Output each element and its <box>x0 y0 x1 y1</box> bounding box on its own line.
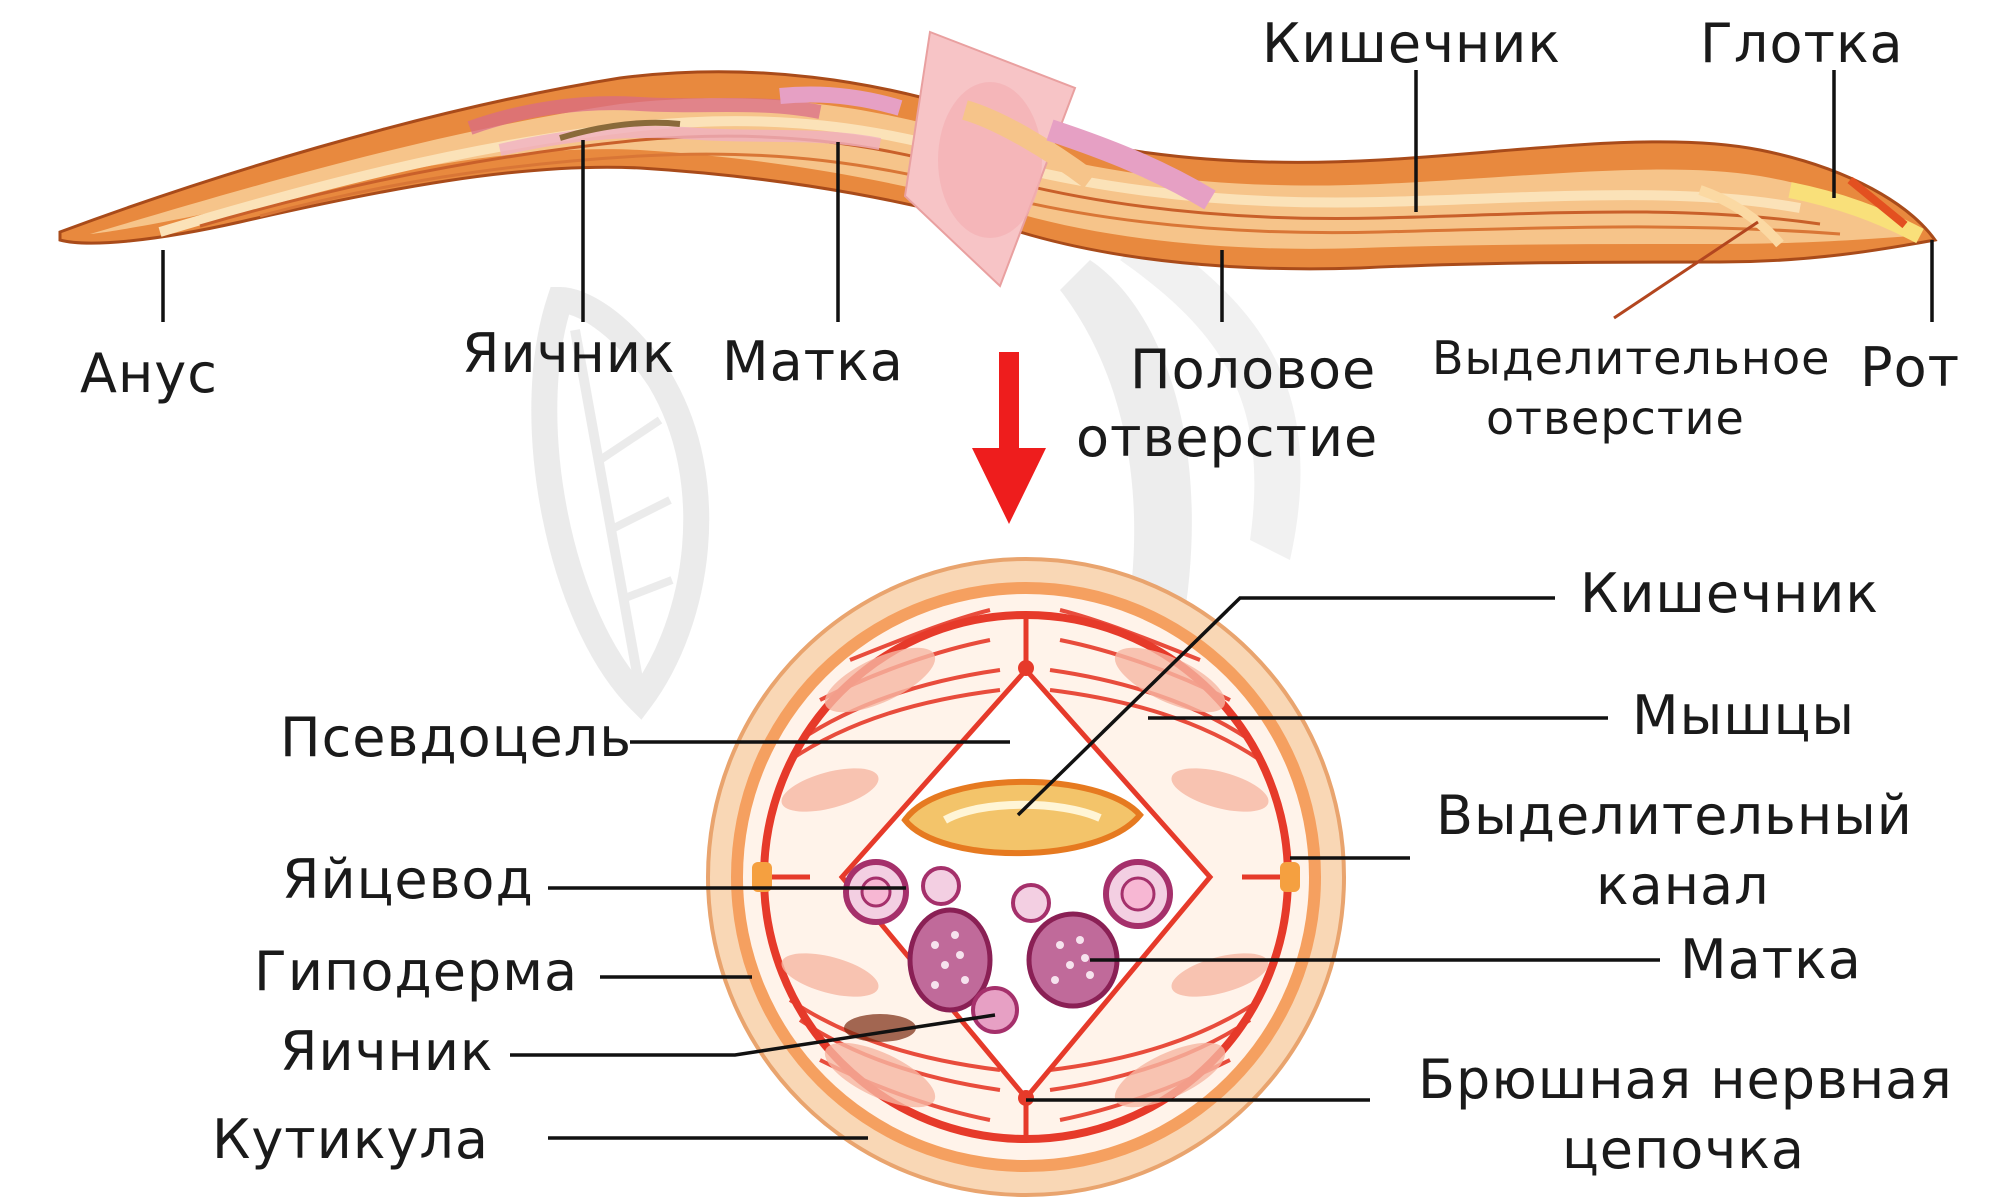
label-muscles: Мышцы <box>1632 684 1855 747</box>
label-uterus-top: Матка <box>722 330 904 393</box>
arrow-down-icon <box>972 352 1046 524</box>
label-cuticle: Кутикула <box>212 1108 489 1171</box>
worm-cross-section <box>706 557 1346 1197</box>
leader-excretory <box>1613 220 1759 320</box>
label-nerve-cord-line1: Брюшная нервная <box>1418 1048 1953 1111</box>
label-genital-line2: отверстие <box>1076 406 1378 469</box>
label-intestine-top: Кишечник <box>1262 12 1561 75</box>
intestine-cross <box>901 778 1144 857</box>
label-hypodermis: Гиподерма <box>254 940 578 1003</box>
label-ovary-cross: Яичник <box>280 1020 494 1083</box>
label-excretory-canal-line2: канал <box>1596 854 1770 917</box>
label-nerve-cord-line2: цепочка <box>1562 1118 1805 1181</box>
eggs-group <box>843 859 1173 1034</box>
label-uterus-cross: Матка <box>1680 928 1862 991</box>
label-pseudocoel: Псевдоцель <box>280 706 632 769</box>
excretory-canal-right <box>1280 862 1300 892</box>
label-genital-line1: Половое <box>1130 338 1376 401</box>
label-excretory-canal-line1: Выделительный <box>1436 784 1913 847</box>
label-intestine-cross: Кишечник <box>1580 562 1879 625</box>
excretory-canal-left <box>752 862 772 892</box>
label-oviduct: Яйцевод <box>282 848 534 911</box>
worm-cut-section <box>903 30 1216 288</box>
label-ovary-top: Яичник <box>462 322 676 385</box>
leader-intestine-cross <box>1016 596 1555 817</box>
label-anus: Анус <box>80 342 218 405</box>
label-excretory-line1: Выделительное <box>1432 331 1830 385</box>
label-mouth: Рот <box>1860 336 1960 399</box>
leader-ovary-cross <box>510 1013 996 1057</box>
label-excretory-line2: отверстие <box>1486 391 1745 445</box>
label-pharynx: Глотка <box>1700 12 1904 75</box>
